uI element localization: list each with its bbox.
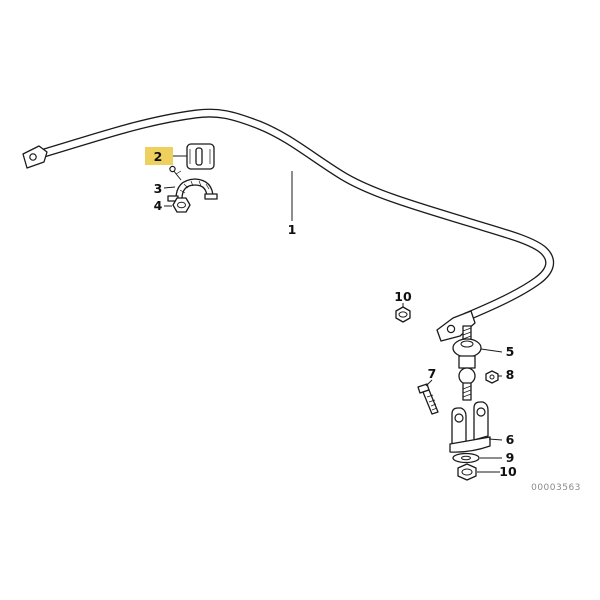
bar-right-eye-hole bbox=[446, 324, 456, 334]
callout-8[interactable]: 8 bbox=[506, 367, 515, 382]
leader-line-6 bbox=[488, 438, 503, 441]
callout-6[interactable]: 6 bbox=[506, 432, 515, 447]
callout-2[interactable]: 2 bbox=[145, 147, 173, 165]
clamp-stud bbox=[172, 169, 182, 181]
part-bracket-6 bbox=[449, 401, 491, 453]
callout-10-lower[interactable]: 10 bbox=[499, 464, 517, 479]
callout-4[interactable]: 4 bbox=[154, 198, 163, 213]
leader-line-3 bbox=[163, 186, 176, 189]
part-bolt-7 bbox=[417, 383, 439, 415]
part-rubber-mounting bbox=[186, 143, 215, 170]
part-stabilizer-link bbox=[452, 325, 482, 401]
callout-2-highlight[interactable] bbox=[145, 147, 173, 165]
part-nut-8 bbox=[485, 370, 499, 384]
leader-line-7 bbox=[425, 379, 433, 387]
callout-9[interactable]: 9 bbox=[506, 450, 515, 465]
callout-10-upper[interactable]: 10 bbox=[394, 289, 412, 304]
bar-right-eye-end bbox=[436, 310, 476, 342]
callout-3[interactable]: 3 bbox=[154, 181, 163, 196]
callout-5[interactable]: 5 bbox=[506, 344, 515, 359]
part-stabilizer-bar bbox=[22, 108, 555, 342]
leader-line-5 bbox=[480, 348, 503, 353]
bushing-slot bbox=[195, 147, 203, 166]
callouts: 2 1 3 4 5 6 7 8 9 10 10 bbox=[145, 147, 517, 479]
leader-lines bbox=[163, 155, 503, 473]
part-nut-4 bbox=[172, 197, 191, 213]
part-stabilizer-clamp bbox=[167, 165, 218, 202]
callout-1[interactable]: 1 bbox=[288, 222, 297, 237]
stabilizer-bar-core bbox=[40, 109, 553, 321]
part-nut-10-lower bbox=[457, 463, 477, 481]
part-nut-10-upper bbox=[395, 306, 411, 323]
drawing-number: 00003563 bbox=[531, 483, 581, 493]
callout-7[interactable]: 7 bbox=[428, 366, 437, 381]
part-washer-9 bbox=[452, 452, 480, 464]
clamp-stud-head bbox=[169, 165, 176, 173]
callout-2-label[interactable]: 2 bbox=[154, 149, 163, 164]
bar-left-eye-hole bbox=[29, 153, 37, 161]
